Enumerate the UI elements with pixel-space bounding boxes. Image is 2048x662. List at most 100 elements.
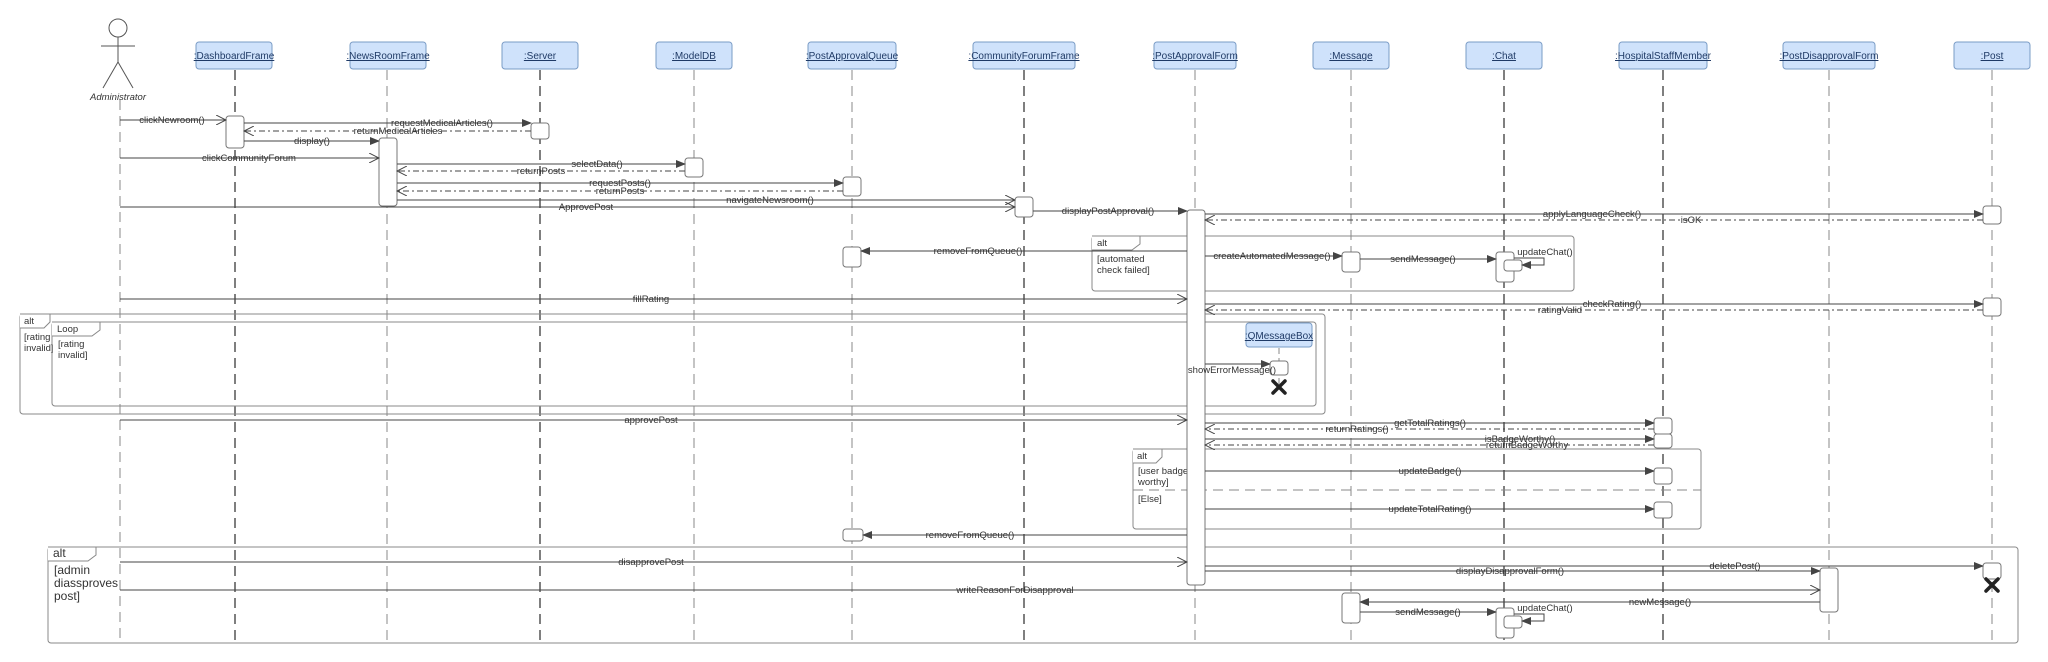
label-requestmedicalarticles: requestMedicalArticles() [391, 118, 493, 129]
activation-chat-1-nested [1503, 259, 1523, 272]
fragment-kind: alt [24, 316, 34, 327]
header-label-post: :Post [1981, 51, 2004, 62]
msg-updatechat-2 [1514, 613, 1545, 625]
header-box-postdisapproval[interactable] [1782, 41, 1876, 70]
activation-dashboard [225, 115, 245, 149]
actor-name: Administrator [89, 92, 147, 103]
label-isok: isOK [1681, 215, 1702, 226]
header-label-communityforum: :CommunityForumFrame [968, 51, 1080, 62]
actor-head [108, 18, 128, 38]
msg-updatechat-1 [1514, 257, 1545, 269]
header-box-message[interactable] [1312, 41, 1390, 70]
fragments: alt [automated check failed] alt [rating… [19, 235, 2019, 644]
header-box-communityforum[interactable] [972, 41, 1076, 70]
label-newmessage: newMessage() [1629, 597, 1691, 608]
header-box-chat[interactable] [1465, 41, 1543, 70]
label-checkrating: checkRating() [1583, 299, 1642, 310]
label-disapprovepost: disapprovePost [618, 557, 684, 568]
activation-message-2 [1341, 592, 1361, 624]
activation-modeldb [684, 157, 704, 178]
fragment-guard-line2: invalid] [24, 343, 54, 354]
label-displaypostapproval: displayPostApproval() [1062, 206, 1154, 217]
activation-post-2 [1982, 297, 2002, 317]
fragment-guard-line1: [automated [1097, 254, 1145, 265]
fragment-tab [1092, 235, 1141, 251]
fragment-guard-line1: [rating [58, 339, 84, 350]
fragment-else-guard: [Else] [1138, 494, 1162, 505]
fragment-tab [1133, 448, 1163, 464]
label-writereason: writeReasonForDisapproval [955, 585, 1073, 596]
activation-queue-1 [842, 176, 862, 197]
header-label-dashboard: :DashboardFrame [194, 51, 275, 62]
label-returnposts-2: returnPosts [596, 186, 645, 197]
header-label-modeldb: :ModelDB [672, 51, 716, 62]
header-box-newsroom[interactable] [349, 41, 427, 70]
activation-hsm-4 [1653, 501, 1673, 519]
lifelines [119, 70, 1993, 642]
label-returnbadgeworthy: returnBadgeWorthy [1486, 440, 1568, 451]
header-box-qmessagebox[interactable] [1245, 322, 1313, 348]
label-ratingvalid: ratingValid [1538, 305, 1582, 316]
label-clicknewroom: clickNewroom() [139, 115, 204, 126]
activation-post-3 [1982, 562, 2002, 580]
activation-queue-3 [842, 528, 864, 542]
actor-administrator: Administrator [89, 18, 147, 103]
header-label-postapprovalqueue: :PostApprovalQueue [806, 51, 899, 62]
fragment-alt-automated-check [1091, 235, 1575, 292]
fragment-guard-line3: post] [54, 589, 80, 603]
fragment-kind: Loop [57, 324, 78, 335]
fragment-guard-line1: [rating [24, 332, 50, 343]
header-label-newsroom: :NewsRoomFrame [346, 51, 430, 62]
activation-postapprovalform [1186, 209, 1206, 586]
label-navigatenewsroom: navigateNewsroom() [726, 195, 814, 206]
fragment-kind: alt [1137, 451, 1147, 462]
destructions [1271, 379, 2000, 593]
label-applylanguagecheck: applyLanguageCheck() [1543, 209, 1641, 220]
activation-qmessagebox [1269, 360, 1289, 376]
fragment-guard-line2: worthy] [1137, 477, 1169, 488]
header-box-modeldb[interactable] [655, 41, 733, 70]
header-label-postapprovalform: :PostApprovalForm [1152, 51, 1238, 62]
activation-server [530, 122, 550, 140]
label-sendmessage-1: sendMessage() [1390, 254, 1455, 265]
label-selectdata: selectData() [571, 159, 622, 170]
fragment-tab [48, 546, 97, 562]
activation-postdisapproval [1819, 567, 1839, 613]
header-box-postapprovalqueue[interactable] [807, 41, 897, 70]
label-approvepost: ApprovePost [559, 202, 614, 213]
fragment-kind: alt [53, 546, 66, 560]
fragment-alt-rating-invalid [19, 313, 1326, 415]
label-removefromqueue-2: removeFromQueue() [926, 530, 1015, 541]
header-box-postapprovalform[interactable] [1153, 41, 1237, 70]
label-display: display() [294, 136, 330, 147]
header-box-dashboard[interactable] [195, 41, 273, 70]
label-updatebadge: updateBadge() [1399, 466, 1462, 477]
message-labels: clickNewroom() requestMedicalArticles() … [139, 115, 1760, 618]
fragment-tab [20, 313, 51, 329]
header-label-qmessagebox: :QMessageBox [1245, 331, 1313, 342]
label-sendmessage-2: sendMessage() [1395, 607, 1460, 618]
header-label-postdisapproval: :PostDisapprovalForm [1780, 51, 1879, 62]
fragment-guard-line1: [user badge [1138, 466, 1188, 477]
header-label-chat: :Chat [1492, 51, 1516, 62]
header-label-server: :Server [524, 51, 557, 62]
header-box-post[interactable] [1953, 41, 2031, 70]
fragment-guard-line2: check failed] [1097, 265, 1150, 276]
fragment-kind: alt [1097, 238, 1107, 249]
label-createautomatedmessage: createAutomatedMessage() [1213, 251, 1330, 262]
fragment-alt-admin-disapproves [47, 546, 2019, 644]
label-showerrormessage: showErrorMessage() [1188, 365, 1276, 376]
activation-newsroom [378, 137, 398, 207]
header-box-server[interactable] [501, 41, 579, 70]
activation-hsm-2 [1653, 433, 1673, 449]
label-returnratings: returnRatings() [1325, 424, 1388, 435]
header-label-hospitalstaff: :HospitalStaffMember [1615, 51, 1712, 62]
header-box-hospitalstaff[interactable] [1618, 41, 1708, 70]
activation-chat-2-nested [1503, 615, 1523, 629]
fragment-guard-line1: [admin [54, 563, 90, 577]
actor-leg-right [117, 61, 134, 89]
label-gettotalratings: getTotalRatings() [1394, 418, 1466, 429]
activation-message-1 [1341, 251, 1361, 273]
label-isbadgeworthy: isBadgeWorthy() [1485, 434, 1556, 445]
